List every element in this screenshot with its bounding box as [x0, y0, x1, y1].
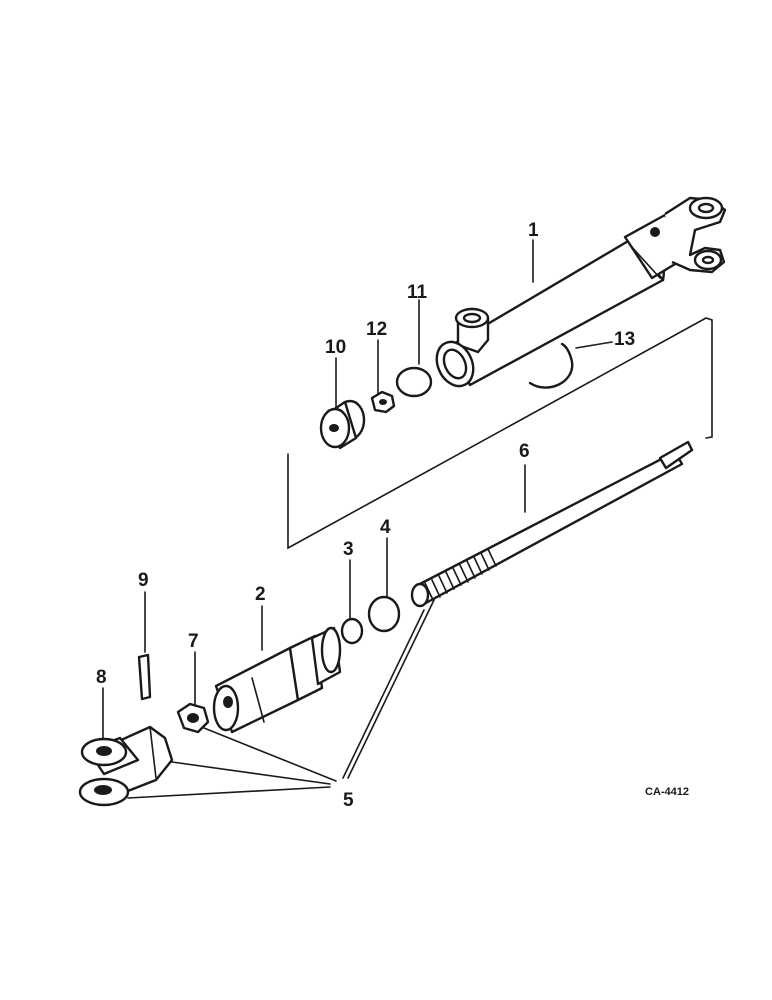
callout-2: 2	[255, 584, 266, 605]
callout-4: 4	[380, 517, 391, 538]
part-6-piston-rod	[410, 440, 694, 608]
callout-13: 13	[614, 329, 635, 350]
callout-6: 6	[519, 441, 530, 462]
callout-3: 3	[343, 539, 354, 560]
part-3-backup-ring	[340, 617, 364, 645]
part-13-wire-ring	[528, 342, 574, 389]
callout-11: 11	[407, 282, 428, 303]
assembly-bracket	[287, 317, 713, 550]
part-1-cylinder-barrel	[435, 196, 727, 388]
part-2-gland	[212, 626, 342, 734]
callout-8: 8	[96, 667, 107, 688]
part-12-nut	[370, 390, 396, 414]
callout-7: 7	[188, 631, 199, 652]
callout-1: 1	[528, 220, 539, 241]
callout-12: 12	[366, 319, 387, 340]
figure-code: CA-4412	[645, 786, 689, 798]
part-9-pin	[137, 653, 152, 701]
callout-10: 10	[325, 337, 346, 358]
callout-5: 5	[343, 790, 354, 811]
part-10-piston	[319, 399, 366, 450]
part-4-o-ring	[367, 595, 401, 633]
callout-9: 9	[138, 570, 149, 591]
part-11-o-ring	[395, 366, 433, 398]
part-8-clevis	[78, 725, 174, 807]
callout-labels: 1 13 11 12 10 6 4 3 2 9 7 8 5	[96, 220, 635, 811]
leader-lines	[102, 239, 613, 799]
part-7-hex-nut	[176, 702, 210, 734]
